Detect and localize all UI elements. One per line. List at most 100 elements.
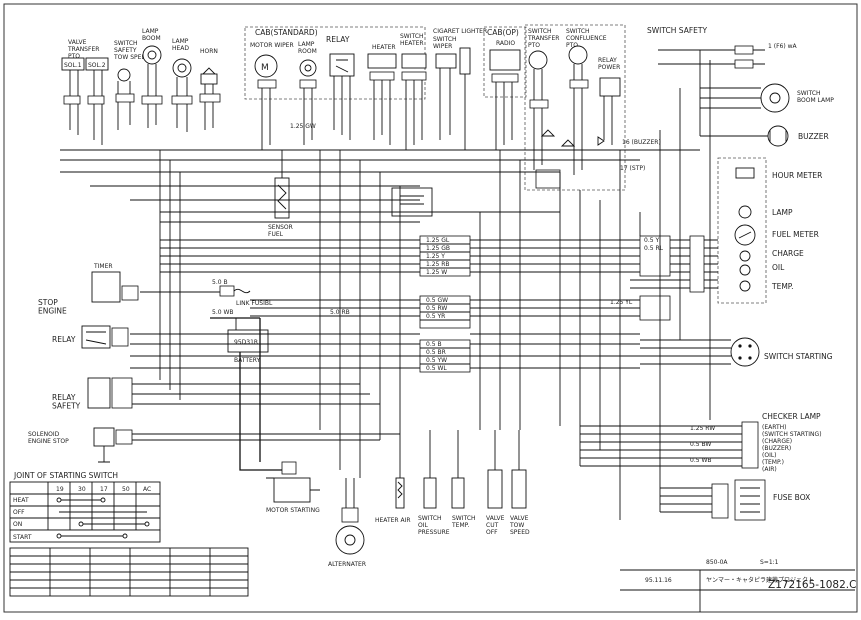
wire-labels: 1.25 GL 1.25 GB 1.25 Y 1.25 RB 1.25 W 0.…: [212, 123, 715, 464]
connector-block-2: [419, 295, 471, 329]
battery: 95D31R BATTERY: [210, 317, 269, 364]
joint-col-19: 19: [56, 486, 64, 493]
switch-safety-label: SWITCH SAFETY: [647, 26, 707, 35]
horn: HORN: [199, 48, 221, 130]
motor-starting-label: MOTOR STARTING: [266, 507, 320, 514]
wire-label: 5.0 RB: [330, 309, 350, 316]
checker-item-switch-starting: (SWITCH STARTING): [762, 431, 822, 438]
temp-label: TEMP.: [771, 282, 794, 291]
title-company: ヤンマー・キャタピラ建機プロジェクト: [706, 576, 814, 584]
radio: CAB(OP) RADIO: [487, 28, 521, 150]
oil-indicator: OIL: [739, 263, 785, 276]
timer-label: TIMER: [93, 263, 113, 270]
wire-label: 1.25 Y: [426, 253, 445, 260]
charge-indicator: CHARGE: [739, 249, 804, 262]
meter-panel-box: [717, 157, 767, 304]
cigaret-lighter-label: CIGARET LIGHTER: [433, 28, 487, 35]
meter-lamp: LAMP: [738, 205, 793, 219]
wire-label: 0.5 RL: [644, 245, 664, 252]
stp-label: 17 (STP): [620, 165, 645, 172]
joint-table-title: JOINT OF STARTING SWITCH: [13, 471, 118, 480]
wire-label: 1.25 RB: [426, 261, 450, 268]
wire-label: 0.5 WL: [426, 365, 447, 372]
joint-col-50: 50: [122, 486, 130, 493]
wire-label: 1.25 GB: [426, 245, 450, 252]
wire-label: 0.5 WB: [690, 457, 712, 464]
svg-text:M: M: [261, 63, 269, 73]
wire-label: 0.5 YW: [426, 357, 447, 364]
fuse-box-label: FUSE BOX: [773, 493, 810, 502]
wire-label: 0.5 B: [426, 341, 442, 348]
connector-block-3: [419, 339, 471, 373]
alternator: ALTERNATER: [328, 478, 366, 568]
heater-air: HEATER AIR: [375, 440, 411, 524]
checker-item-oil: (OIL): [762, 452, 777, 459]
title-date: 95.11.16: [645, 577, 672, 584]
joint-row-heat: HEAT: [13, 497, 29, 504]
checker-lamp: CHECKER LAMP (EARTH) (SWITCH STARTING) (…: [580, 412, 822, 473]
battery-model-label: 95D31R: [234, 339, 258, 346]
joint-col-17: 17: [100, 486, 108, 493]
motor-starting: MOTOR STARTING: [266, 461, 320, 514]
wire-label: 1.25 RW: [690, 425, 715, 432]
horn-label: HORN: [200, 48, 218, 55]
fuel-meter: FUEL METER: [734, 224, 819, 246]
switch-starting: SWITCH STARTING: [640, 337, 833, 367]
switch-safety: SWITCH SAFETY 1 (F6) wA: [647, 26, 797, 69]
wire-label: 0.5 BW: [690, 441, 711, 448]
wire-label: 0.5 RW: [426, 305, 447, 312]
relay-left-label: RELAY: [52, 335, 76, 344]
cab-standard-label: CAB(STANDARD): [255, 28, 318, 37]
temp-indicator: TEMP.: [739, 280, 794, 292]
link-fusible: LINK FUSIBL: [219, 285, 273, 307]
title-block: 95.11.16 ヤンマー・キャタピラ建機プロジェクト S=1:1 850-0A…: [620, 559, 856, 612]
wire-label: 0.5 YR: [426, 313, 445, 320]
oil-label: OIL: [772, 263, 785, 272]
checker-item-temp: (TEMP.): [762, 459, 784, 466]
panel-connector-bottom: [535, 129, 605, 189]
checker-lamp-title: CHECKER LAMP: [762, 412, 821, 421]
buzzer-label: BUZZER: [798, 132, 829, 141]
sol2-label: SOL.2: [88, 62, 106, 69]
charge-label: CHARGE: [772, 249, 804, 258]
wiring-harness: [60, 50, 711, 520]
checker-item-air: (AIR): [762, 466, 777, 473]
wire-label: 1.25 W: [426, 269, 447, 276]
relay-top: RELAY: [326, 35, 355, 140]
checker-item-buzzer: (BUZZER): [762, 445, 791, 452]
switch-panel-box: [524, 24, 626, 191]
hour-meter: HOUR METER: [735, 167, 822, 180]
timer: TIMER: [91, 263, 139, 303]
connector-block-right: [639, 235, 671, 321]
wire-label: 1.25 GW: [290, 123, 316, 130]
wire-label: 5.0 B: [212, 279, 228, 286]
cab-op-box: [483, 26, 527, 98]
wire-label: 5.0 WB: [212, 309, 234, 316]
